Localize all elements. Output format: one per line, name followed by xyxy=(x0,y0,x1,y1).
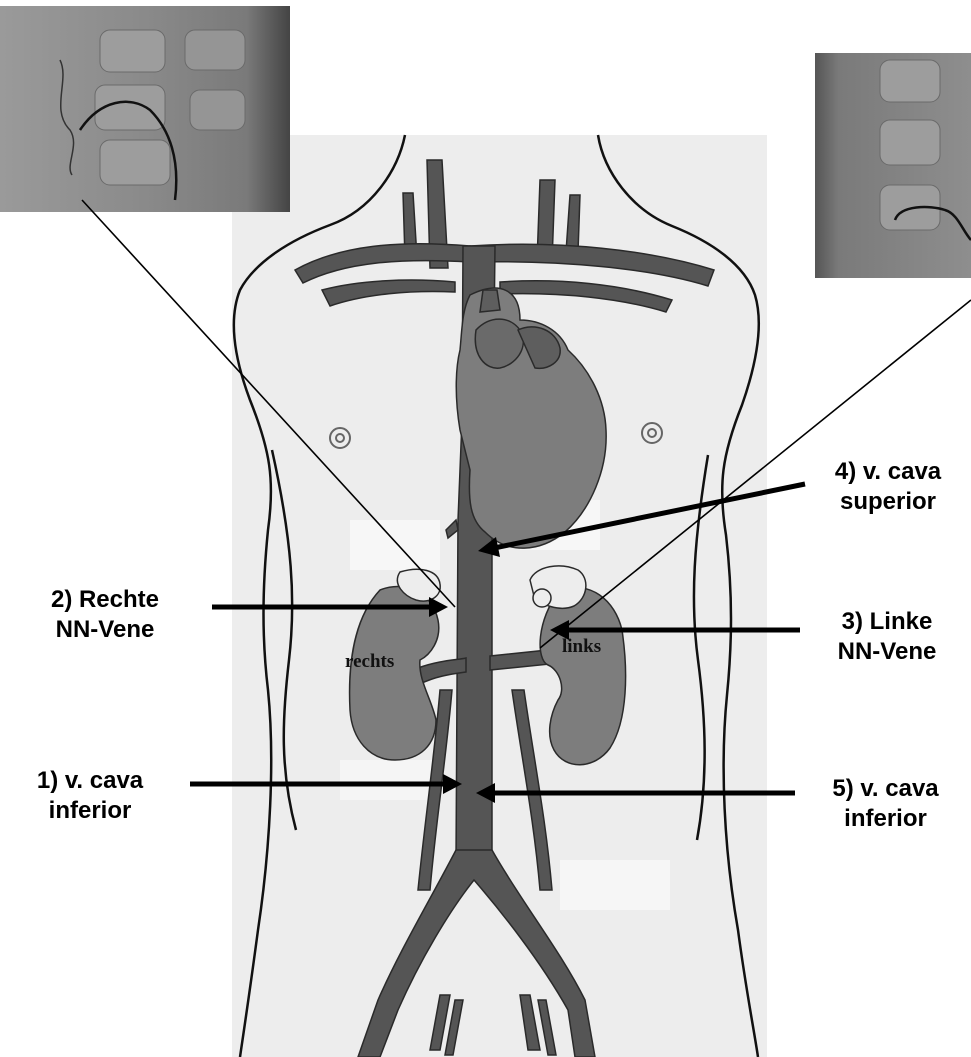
label-svc: 4) v. cava superior xyxy=(805,457,971,517)
label-ivc-left-line2: inferior xyxy=(800,804,971,834)
xray-image-right-adrenal xyxy=(0,6,290,212)
label-ivc-left-line1: 5) v. cava xyxy=(800,774,971,804)
label-right-adrenal: 2) Rechte NN-Vene xyxy=(10,585,200,645)
label-ivc-left: 5) v. cava inferior xyxy=(800,774,971,834)
kidney-label-right: rechts xyxy=(345,651,394,673)
label-ivc-right-line1: 1) v. cava xyxy=(0,766,180,796)
label-right-adrenal-line2: NN-Vene xyxy=(10,615,200,645)
label-left-adrenal: 3) Linke NN-Vene xyxy=(803,607,971,667)
label-ivc-right-line2: inferior xyxy=(0,796,180,826)
label-right-adrenal-line1: 2) Rechte xyxy=(10,585,200,615)
label-left-adrenal-line1: 3) Linke xyxy=(803,607,971,637)
label-left-adrenal-line2: NN-Vene xyxy=(803,637,971,667)
label-ivc-right: 1) v. cava inferior xyxy=(0,766,180,826)
label-svc-line2: superior xyxy=(805,487,971,517)
xray-image-left-adrenal xyxy=(815,53,971,278)
label-svc-line1: 4) v. cava xyxy=(805,457,971,487)
kidney-label-left: links xyxy=(562,636,601,658)
